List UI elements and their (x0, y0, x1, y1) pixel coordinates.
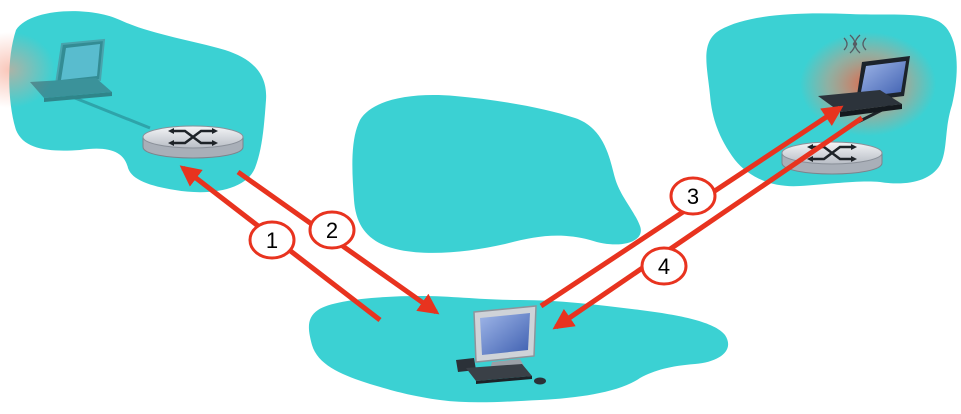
right-router-icon (781, 141, 883, 175)
step-1-marker: 1 (248, 220, 296, 260)
old-location-glow (0, 32, 55, 108)
step-4-label: 4 (658, 254, 670, 279)
new-location-laptop-icon (818, 34, 910, 124)
step-4-marker: 4 (640, 246, 688, 286)
step-3-label: 3 (687, 184, 699, 209)
desktop-computer-icon (456, 305, 546, 385)
step-1-label: 1 (266, 228, 278, 253)
step-4-arrow (552, 115, 864, 330)
old-location-laptop-icon (30, 38, 151, 130)
step-3-marker: 3 (669, 176, 717, 216)
center-network-cloud (352, 95, 641, 253)
step-2-marker: 2 (308, 210, 356, 250)
left-router-icon (142, 125, 244, 159)
step-2-label: 2 (326, 218, 338, 243)
